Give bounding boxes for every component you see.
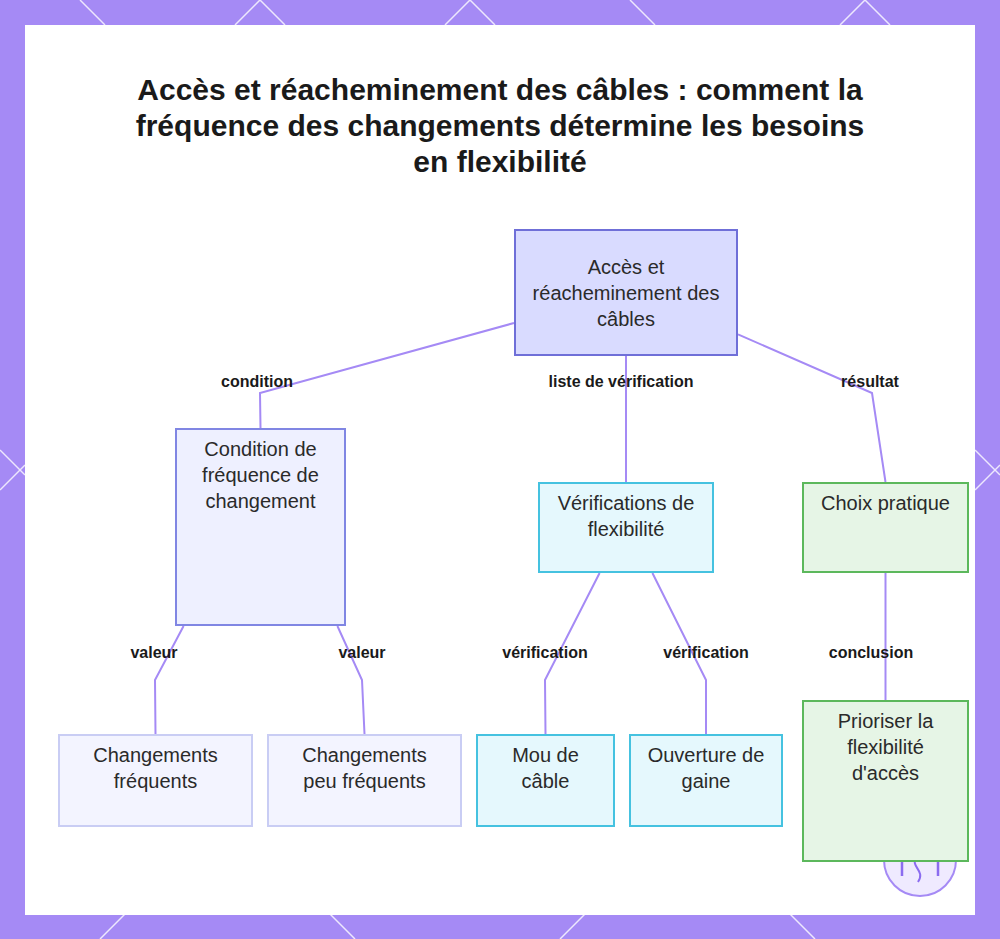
connector <box>885 573 887 700</box>
check-item-box: Mou de câble <box>476 734 615 827</box>
connector <box>337 626 364 734</box>
root-box: Accès et réacheminement des câbles <box>514 229 738 356</box>
connector <box>155 626 184 734</box>
edge-label: vérification <box>502 644 587 662</box>
node-text: Changements fréquents <box>76 742 235 794</box>
node-text: Choix pratique <box>814 490 957 516</box>
edge-label: valeur <box>338 644 385 662</box>
node-text: Ouverture de gaine <box>645 742 767 794</box>
node-text: Mou de câble <box>492 742 599 794</box>
edge-label: liste de vérification <box>549 373 694 391</box>
value-box: Changements fréquents <box>58 734 253 827</box>
edge-label: conclusion <box>829 644 913 662</box>
diagram-title: Accès et réacheminement des câbles : com… <box>120 72 880 180</box>
node-text: Changements peu fréquents <box>285 742 444 794</box>
edge-label: condition <box>221 373 293 391</box>
node-text: Vérifications de flexibilité <box>550 490 702 542</box>
check-item-box: Ouverture de gaine <box>629 734 783 827</box>
conclusion-box: Prioriser la flexibilité d'accès <box>802 700 969 862</box>
edge-label: résultat <box>841 373 899 391</box>
edge-label: vérification <box>663 644 748 662</box>
result-box: Choix pratique <box>802 482 969 573</box>
value-box: Changements peu fréquents <box>267 734 462 827</box>
node-text: Condition de fréquence de changement <box>199 436 322 514</box>
edge-label: valeur <box>130 644 177 662</box>
connector <box>260 323 514 428</box>
connector <box>738 334 886 482</box>
node-text: Prioriser la flexibilité d'accès <box>828 708 943 786</box>
check-box: Vérifications de flexibilité <box>538 482 714 573</box>
node-text: Accès et réacheminement des câbles <box>528 254 724 332</box>
condition-box: Condition de fréquence de changement <box>175 428 346 626</box>
